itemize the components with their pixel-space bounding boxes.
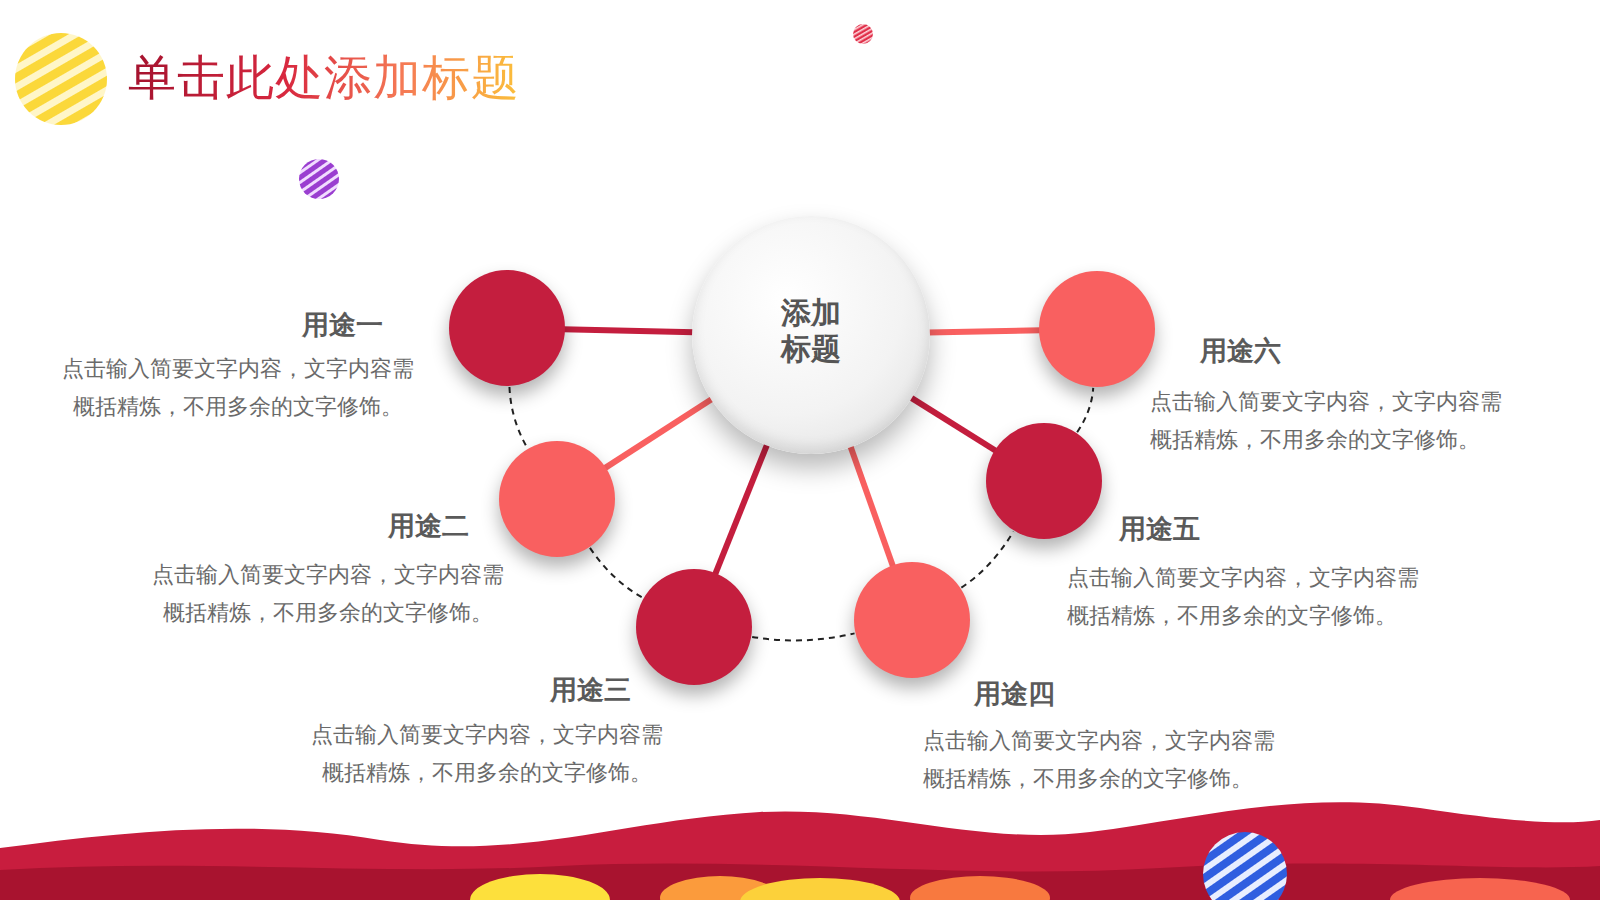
red-ball [853, 24, 873, 44]
use-description: 点击输入简要文字内容，文字内容需 概括精炼，不用多余的文字修饰。 [923, 722, 1343, 798]
use-circle: 用途三点击输入简要文字内容，文字内容需 概括精炼，不用多余的文字修饰。 [636, 569, 752, 685]
spoke-line [715, 444, 768, 575]
use-description: 点击输入简要文字内容，文字内容需 概括精炼，不用多余的文字修饰。 [118, 556, 538, 632]
use-heading: 用途三 [550, 672, 631, 708]
use-circle: 用途二点击输入简要文字内容，文字内容需 概括精炼，不用多余的文字修饰。 [499, 441, 615, 557]
spoke-line [563, 329, 694, 332]
use-description: 点击输入简要文字内容，文字内容需 概括精炼，不用多余的文字修饰。 [1150, 383, 1570, 459]
use-circle: 用途一点击输入简要文字内容，文字内容需 概括精炼，不用多余的文字修饰。 [449, 270, 565, 386]
blob-orange [910, 876, 1050, 900]
yellow-ball [15, 33, 107, 125]
use-description: 点击输入简要文字内容，文字内容需 概括精炼，不用多余的文字修饰。 [1067, 559, 1487, 635]
dashed-arc [590, 548, 643, 598]
dashed-arc [1077, 388, 1093, 432]
use-heading: 用途一 [302, 307, 383, 343]
spoke-line [850, 445, 893, 567]
use-circle: 用途五点击输入简要文字内容，文字内容需 概括精炼，不用多余的文字修饰。 [986, 423, 1102, 539]
use-circle: 用途六点击输入简要文字内容，文字内容需 概括精炼，不用多余的文字修饰。 [1039, 271, 1155, 387]
dashed-arc [961, 531, 1013, 587]
dashed-arc [752, 633, 854, 640]
blob-coral [1390, 878, 1570, 900]
purple-ball [299, 159, 339, 199]
blue-ball [1203, 832, 1287, 900]
use-description: 点击输入简要文字内容，文字内容需 概括精炼，不用多余的文字修饰。 [28, 350, 448, 426]
blob-yellow [470, 874, 610, 900]
use-heading: 用途四 [974, 676, 1055, 712]
blob-yellow [740, 878, 900, 900]
use-circle: 用途四点击输入简要文字内容，文字内容需 概括精炼，不用多余的文字修饰。 [854, 562, 970, 678]
use-description: 点击输入简要文字内容，文字内容需 概括精炼，不用多余的文字修饰。 [277, 716, 697, 792]
use-heading: 用途六 [1200, 333, 1281, 369]
spoke-line [928, 330, 1041, 332]
spoke-line [604, 398, 713, 468]
spoke-line [910, 397, 996, 451]
hub-label: 添加 标题 [771, 295, 851, 367]
use-heading: 用途五 [1119, 511, 1200, 547]
slide-title: 单击此处添加标题 [128, 46, 520, 110]
use-heading: 用途二 [388, 508, 469, 544]
dashed-arc [509, 387, 527, 448]
hub-circle: 添加 标题 [692, 216, 930, 454]
